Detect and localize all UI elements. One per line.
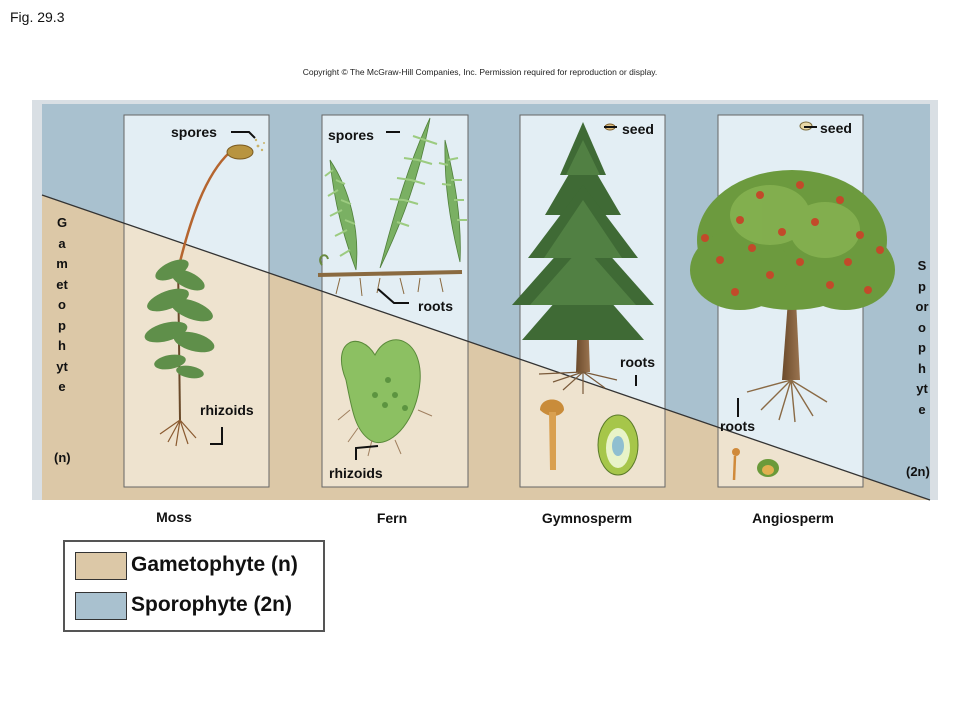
gymnosperm-roots-label: roots (620, 354, 655, 370)
panel-moss (124, 115, 269, 487)
legend-label-sporophyte: Sporophyte (2n) (131, 593, 292, 617)
angiosperm-seed-label: seed (820, 120, 852, 136)
legend-label-gametophyte: Gametophyte (n) (131, 553, 298, 577)
fern-roots-label: roots (418, 298, 453, 314)
moss-caption: Moss (94, 509, 254, 525)
sporophyte-ploidy-label: (2n) (906, 464, 930, 479)
fern-spores-label: spores (328, 127, 374, 143)
sporophyte-side-label: Sporophyte (915, 256, 929, 420)
fern-rhizoids-label: rhizoids (329, 465, 383, 481)
legend: Gametophyte (n) Sporophyte (2n) (63, 540, 325, 632)
gymnosperm-caption: Gymnosperm (507, 510, 667, 526)
fern-caption: Fern (312, 510, 472, 526)
ovule-illustration (598, 415, 638, 475)
embryo-sac-illustration (757, 459, 779, 477)
angiosperm-roots-label: roots (720, 418, 755, 434)
moss-spores-label: spores (171, 124, 217, 140)
gametophyte-ploidy-label: (n) (54, 450, 71, 465)
moss-rhizoids-label: rhizoids (200, 402, 254, 418)
gametophyte-side-label: Gametophyte (55, 213, 69, 398)
angiosperm-caption: Angiosperm (713, 510, 873, 526)
gymnosperm-seed-label: seed (622, 121, 654, 137)
legend-swatch-sporophyte (75, 592, 127, 620)
legend-swatch-gametophyte (75, 552, 127, 580)
